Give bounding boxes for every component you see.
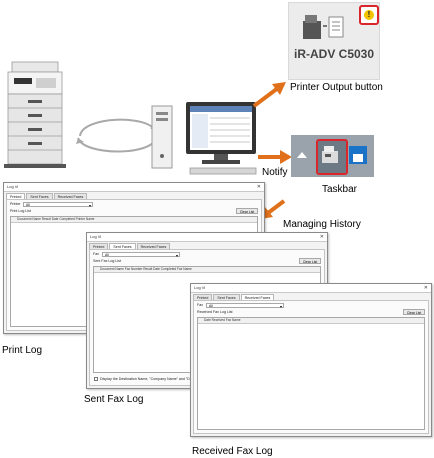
list-label: Sent Fax Log List xyxy=(93,259,121,263)
tab-bar: Printed Sent Faxes Received Faxes xyxy=(191,293,431,301)
received-fax-log-window: Log Vi Printed Sent Faxes Received Faxes… xyxy=(190,283,432,437)
label-printer-output-button: Printer Output button xyxy=(290,82,383,93)
checkbox-label: Display the Destination Name, "Company N… xyxy=(100,377,208,381)
window-title: Log Vi xyxy=(87,233,327,242)
communication-loop-arrows xyxy=(72,108,162,160)
display-destination-checkbox[interactable] xyxy=(94,377,98,381)
tab-printed[interactable]: Printed xyxy=(89,243,109,250)
tab-bar: Printed Sent Faxes Received Faxes xyxy=(4,192,264,200)
tab-printed[interactable]: Printed xyxy=(6,193,26,200)
list-label: Received Fax Log List xyxy=(197,310,233,314)
clear-list-button[interactable]: Clear List xyxy=(236,208,258,214)
exclamation-icon: ! xyxy=(364,10,374,20)
arrow-to-output-button-icon xyxy=(250,80,290,110)
clear-list-button[interactable]: Clear List xyxy=(299,258,321,264)
tab-panel: Fax All Received Fax Log List Clear List… xyxy=(193,300,429,434)
list-header: Date Received Fax Name xyxy=(198,318,424,324)
window-title: Log Vi xyxy=(4,183,264,192)
filter-label: Printer xyxy=(10,202,21,206)
clear-list-button[interactable]: Clear List xyxy=(403,309,425,315)
tab-received-faxes[interactable]: Received Faxes xyxy=(240,294,275,301)
window-title: Log Vi xyxy=(191,284,431,293)
fax-select[interactable]: All xyxy=(102,252,180,258)
label-sent-fax-log: Sent Fax Log xyxy=(84,394,144,405)
label-managing-history: Managing History xyxy=(283,219,361,230)
list-label: Print Log List xyxy=(10,209,31,213)
tab-bar: Printed Sent Faxes Received Faxes xyxy=(87,242,327,250)
fax-select[interactable]: All xyxy=(206,303,284,309)
printer-model: iR-ADV C5030 xyxy=(293,47,375,61)
taskbar xyxy=(291,135,374,177)
label-print-log: Print Log xyxy=(2,345,43,356)
save-icon[interactable] xyxy=(349,146,367,164)
list-header: Document Name Result Date Completed Prin… xyxy=(11,217,257,223)
list-header: Document Name Fax Number Result Date Com… xyxy=(94,267,320,273)
tab-sent-faxes[interactable]: Sent Faxes xyxy=(26,193,53,200)
label-received-fax-log: Received Fax Log xyxy=(192,446,273,457)
computer-illustration xyxy=(150,98,260,178)
printer-illustration xyxy=(0,60,70,170)
log-list: Date Received Fax Name xyxy=(197,317,425,430)
label-notify: Notify xyxy=(262,167,288,178)
printer-output-button[interactable]: ! iR-ADV C5030 xyxy=(288,2,380,80)
alert-badge: ! xyxy=(359,5,379,25)
arrow-to-taskbar-icon xyxy=(256,148,294,166)
label-taskbar: Taskbar xyxy=(322,184,358,195)
tab-received-faxes[interactable]: Received Faxes xyxy=(136,243,171,250)
printer-status-icon xyxy=(303,15,344,39)
show-hidden-icons-icon[interactable] xyxy=(297,152,307,158)
tab-received-faxes[interactable]: Received Faxes xyxy=(53,193,88,200)
printer-status-tray-icon[interactable] xyxy=(316,139,348,175)
filter-label: Fax xyxy=(93,252,99,256)
printer-select[interactable]: All xyxy=(23,202,93,208)
tab-sent-faxes[interactable]: Sent Faxes xyxy=(213,294,240,301)
tab-printed[interactable]: Printed xyxy=(193,294,213,301)
tab-sent-faxes[interactable]: Sent Faxes xyxy=(109,243,136,250)
filter-label: Fax xyxy=(197,303,203,307)
